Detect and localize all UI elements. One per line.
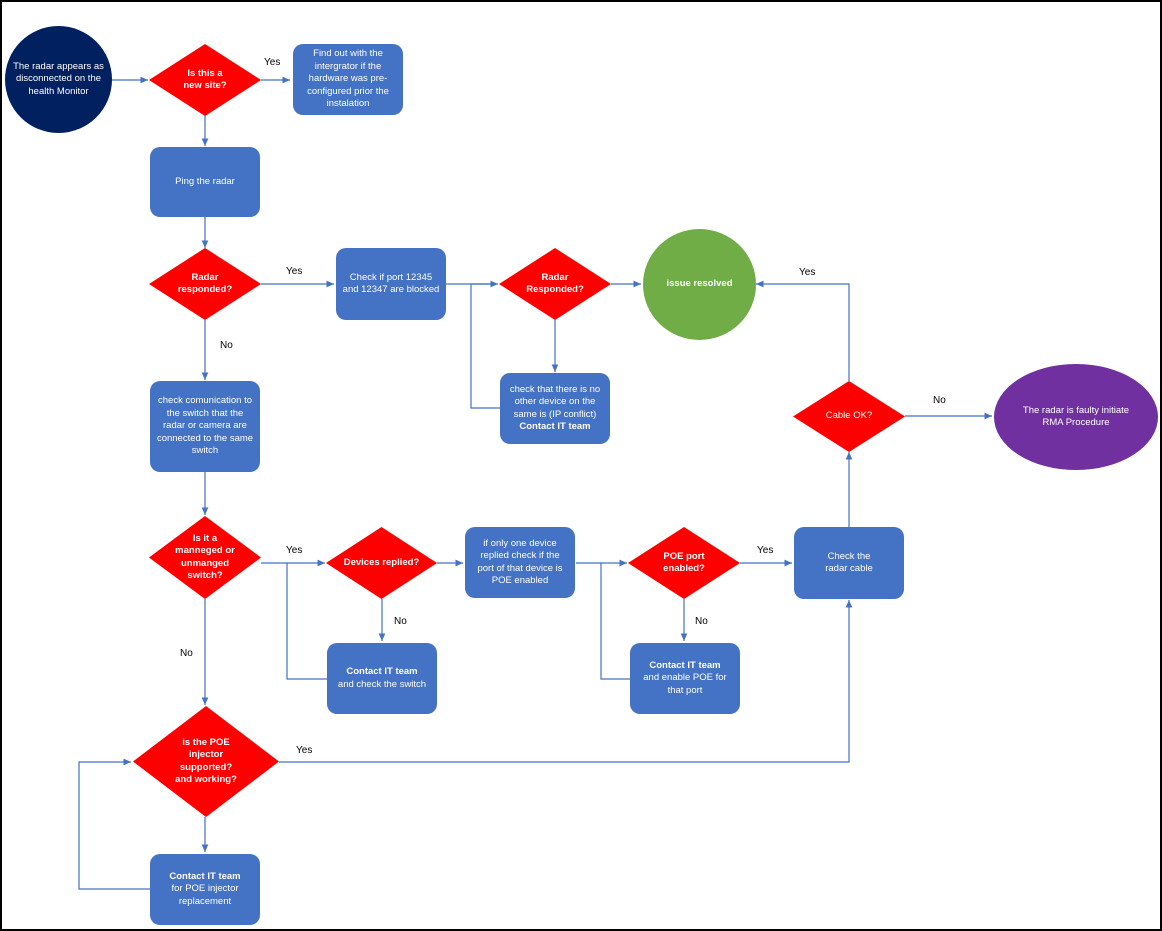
replace-injector-title: Contact IT team [169,870,241,882]
radar-responded-text: Radar responded? [177,271,233,296]
check-comm-box: check comunication to the switch that th… [150,381,260,472]
label-managed-yes: Yes [286,545,303,556]
edge-cable-ok-to-resolved [756,280,850,381]
enable-poe-text: and enable POE for that port [643,672,727,696]
decision-cable-ok: Cable OK? [793,381,905,452]
decision-managed-switch: Is it a manneged or unmanged switch? [149,516,261,599]
check-cable-text: Check the radar cable [825,550,873,575]
label-responded-yes: Yes [286,266,303,277]
ping-box: Ping the radar [150,147,260,217]
decision-radar-responded: Radar responded? [149,248,261,320]
check-comm-text: check comunication to the switch that th… [156,395,254,457]
one-device-text: if only one device replied check if the … [477,537,563,587]
faulty-node: The radar is faulty initiate RMA Procedu… [994,364,1158,470]
decision-devices-replied: Devices replied? [326,527,437,599]
enable-poe-title: Contact IT team [649,659,721,671]
ping-text: Ping the radar [175,175,235,187]
edge-contact-switch-loop [286,563,327,680]
edge-injector-to-cable [279,600,853,763]
integrator-box: Find out with the intergrator if the har… [293,44,403,115]
replace-injector-text: for POE injector replacement [171,883,239,907]
ip-conflict-text: check that there is no other device on t… [509,383,601,420]
ip-conflict-box: check that there is no other device on t… [500,373,610,444]
contact-switch-title: Contact IT team [346,666,418,677]
label-cable-no: No [933,395,946,406]
label-injector-yes: Yes [296,745,313,756]
radar-responded-2-text: Radar Responded? [526,271,584,296]
managed-switch-text: Is it a manneged or unmanged switch? [175,532,235,582]
label-responded-no: No [220,340,233,351]
check-ports-box: Check if port 12345 and 12347 are blocke… [336,248,446,320]
replace-injector-box: Contact IT team for POE injector replace… [150,854,260,925]
check-cable-box: Check the radar cable [794,527,904,599]
label-cable-yes: Yes [799,267,816,278]
faulty-text: The radar is faulty initiate RMA Procedu… [1022,404,1130,429]
label-new-site-yes: Yes [264,57,281,68]
edge-ip-conflict-loop [470,283,500,409]
start-text: The radar appears as disconnected on the… [13,60,104,97]
check-ports-text: Check if port 12345 and 12347 are blocke… [342,271,440,296]
start-node: The radar appears as disconnected on the… [5,26,112,133]
enable-poe-box: Contact IT team and enable POE for that … [630,643,740,714]
label-managed-no: No [180,648,193,659]
integrator-text: Find out with the intergrator if the har… [307,48,389,110]
contact-switch-box: Contact IT team and check the switch [327,643,437,714]
issue-resolved-text: issue resolved [666,278,733,290]
one-device-box: if only one device replied check if the … [465,527,575,598]
label-devices-no: No [394,616,407,627]
decision-poe-enabled: POE port enabled? [628,527,740,599]
label-poe-yes: Yes [757,545,774,556]
devices-replied-text: Devices replied? [343,556,420,568]
decision-radar-responded-2: Radar Responded? [499,248,611,320]
new-site-text: Is this a new site? [183,67,227,92]
poe-injector-text: is the POE injector supported? and worki… [175,736,237,786]
decision-poe-injector: is the POE injector supported? and worki… [133,706,279,817]
edge-replace-loop [78,758,150,890]
decision-new-site: Is this a new site? [149,44,261,116]
label-poe-no: No [695,616,708,627]
cable-ok-text: Cable OK? [825,410,873,422]
poe-enabled-text: POE port enabled? [663,550,705,575]
ip-conflict-contact: Contact IT team [519,421,591,432]
issue-resolved-node: issue resolved [643,229,756,340]
contact-switch-text: and check the switch [337,678,427,690]
edge-enable-loop [600,563,630,680]
